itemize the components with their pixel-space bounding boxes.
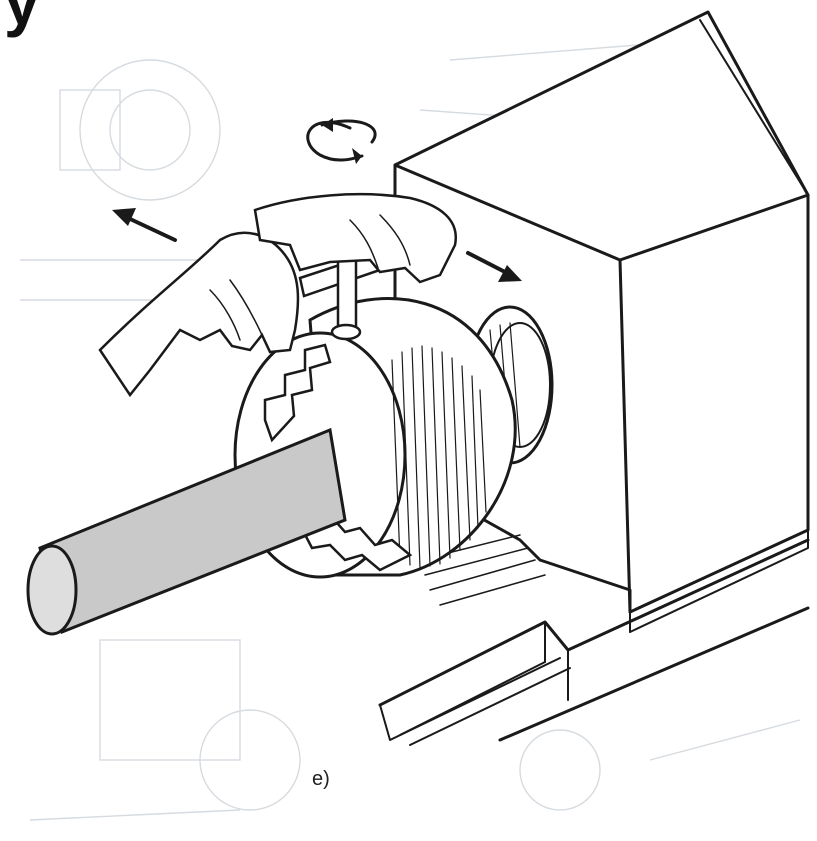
arrow-left-icon [112,208,177,242]
panel-label: e) [312,768,330,790]
rotation-arrows-icon [306,118,377,164]
right-hand [253,192,458,284]
arrow-right-icon [466,251,522,282]
left-hand [98,231,300,398]
corner-glyph: y [4,0,40,38]
hands [98,192,458,398]
chuck-jaw-lower [298,513,413,572]
lathe-bed [378,534,810,746]
background-drafting-lines [20,39,801,821]
chuck-jaw-upper [263,343,332,443]
round-workpiece [26,427,347,636]
